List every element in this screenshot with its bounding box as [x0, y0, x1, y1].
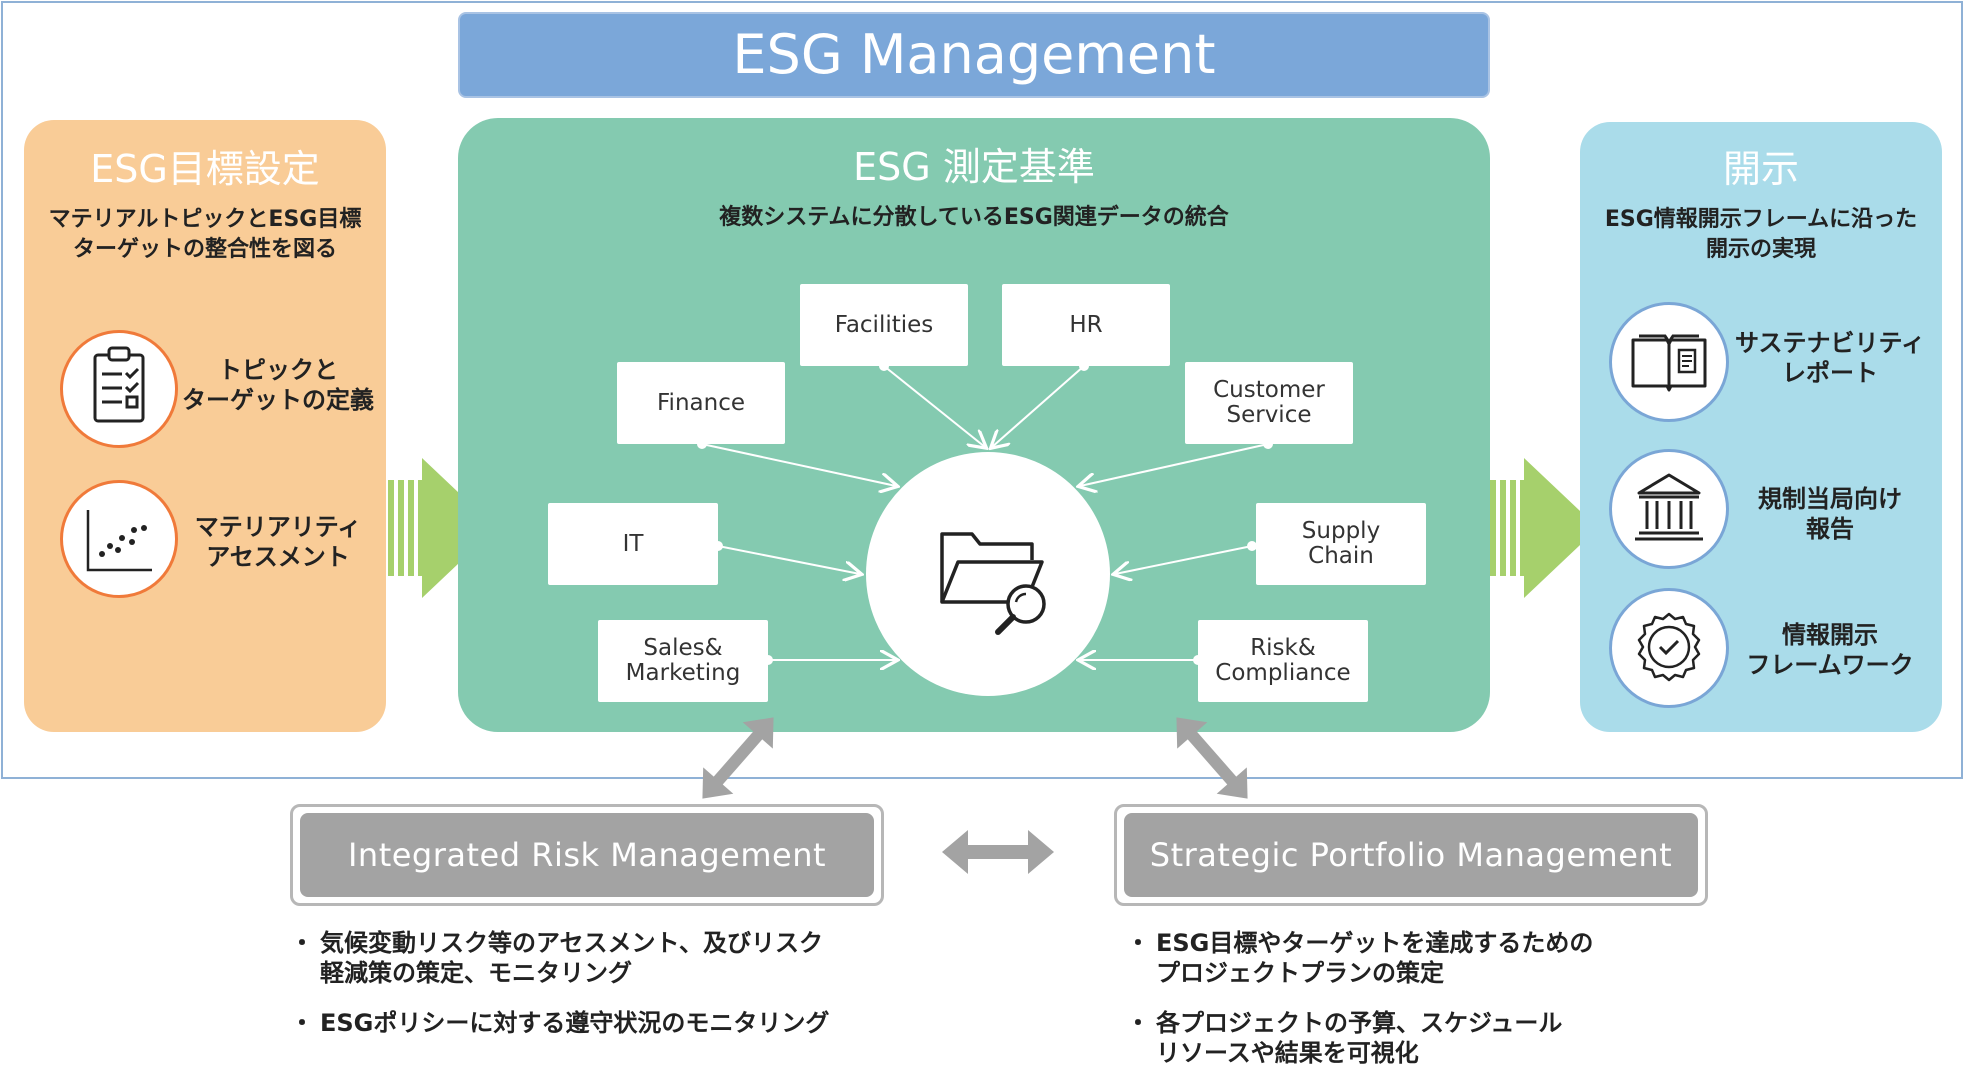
esg-frame: [1, 1, 1963, 779]
clipboard-checklist-icon: [60, 330, 178, 448]
materiality-label: マテリアリティ アセスメント: [194, 513, 362, 571]
data-hub: [866, 452, 1110, 696]
right-flow-arrow: [1490, 458, 1598, 598]
source-facilities: Facilities: [800, 284, 968, 366]
sustainability-report-label: サステナビリティ レポート: [1734, 329, 1926, 387]
source-finance: Finance: [617, 362, 785, 444]
source-it: IT: [548, 503, 718, 585]
scatter-plot-icon: [60, 480, 178, 598]
bullet-dot: ・: [1126, 1009, 1150, 1037]
irm-title: Integrated Risk Management: [300, 813, 874, 897]
spm-bullet-2: ・ 各プロジェクトの予算、スケジュール リソースや結果を可視化: [1126, 1008, 1726, 1072]
spm-bullet-1-text: ESG目標やターゲットを達成するための プロジェクトプランの策定: [1156, 929, 1594, 987]
bullet-dot: ・: [1126, 929, 1150, 957]
metrics-subtitle: 複数システムに分散しているESG関連データの統合: [719, 205, 1229, 230]
open-book-icon: [1609, 302, 1729, 422]
irm-bullet-2-text: ESGポリシーに対する遵守状況のモニタリング: [320, 1009, 830, 1037]
topic-target-label: トピックと ターゲットの定義: [182, 356, 374, 414]
certified-badge-icon: [1609, 588, 1729, 708]
metrics-title: ESG 測定基準: [853, 145, 1095, 189]
disclosure-subtitle: ESG情報開示フレームに沿った 開示の実現: [1604, 207, 1918, 262]
bullet-dot: ・: [290, 1009, 314, 1037]
spm-bullet-2-text: 各プロジェクトの予算、スケジュール リソースや結果を可視化: [1156, 1009, 1563, 1067]
spm-title: Strategic Portfolio Management: [1124, 813, 1698, 897]
source-risk-compliance: Risk& Compliance: [1198, 620, 1368, 702]
goal-setting-title: ESG目標設定: [90, 147, 320, 191]
irm-bullet-1: ・ 気候変動リスク等のアセスメント、及びリスク 軽減策の策定、モニタリング: [290, 928, 890, 992]
source-supply-chain: Supply Chain: [1256, 503, 1426, 585]
folder-search-icon: [940, 532, 1046, 635]
page-title: ESG Management: [458, 12, 1490, 98]
disclosure-title: 開示: [1722, 147, 1799, 191]
bullet-dot: ・: [290, 929, 314, 957]
spm-bullet-1: ・ ESG目標やターゲットを達成するための プロジェクトプランの策定: [1126, 928, 1726, 992]
regulatory-report-label: 規制当局向け 報告: [1758, 485, 1902, 543]
goal-setting-subtitle: マテリアルトピックとESG目標 ターゲットの整合性を図る: [48, 207, 362, 262]
irm-bullet-1-text: 気候変動リスク等のアセスメント、及びリスク 軽減策の策定、モニタリング: [320, 929, 824, 987]
source-hr: HR: [1002, 284, 1170, 366]
source-sales-marketing: Sales& Marketing: [598, 620, 768, 702]
government-building-icon: [1609, 449, 1729, 569]
disclosure-framework-label: 情報開示 フレームワーク: [1746, 621, 1914, 679]
left-flow-arrow: [388, 458, 496, 598]
irm-bullet-2: ・ ESGポリシーに対する遵守状況のモニタリング: [290, 1008, 890, 1042]
source-customer-service: Customer Service: [1185, 362, 1353, 444]
